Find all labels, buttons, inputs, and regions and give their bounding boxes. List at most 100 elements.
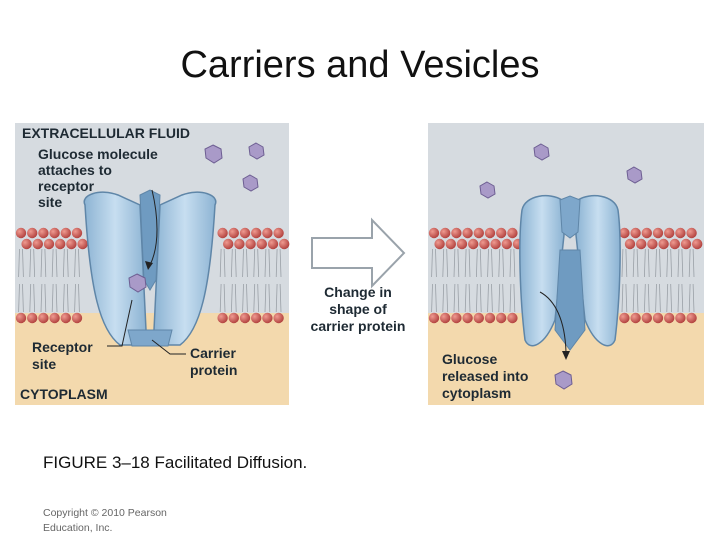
phospholipid-head (502, 239, 512, 249)
phospholipid-head (642, 228, 652, 238)
phospholipid-head (630, 228, 640, 238)
phospholipid-head (262, 313, 272, 323)
shape-change-arrow: Change in shape of carrier protein (311, 220, 406, 334)
phospholipid-head (686, 313, 696, 323)
phospholipid-head (27, 313, 37, 323)
phospholipid-head (268, 239, 278, 249)
phospholipid-head (664, 228, 674, 238)
phospholipid-head (27, 228, 37, 238)
phospholipid-head (474, 228, 484, 238)
phospholipid-head (507, 313, 517, 323)
phospholipid-head (474, 313, 484, 323)
phospholipid-head (496, 228, 506, 238)
phospholipid-head (240, 228, 250, 238)
glucose-released-label: released into (442, 368, 528, 384)
phospholipid-head (61, 313, 71, 323)
phospholipid-head (496, 313, 506, 323)
phospholipid-head (240, 313, 250, 323)
shape-change-label: Change in (324, 284, 392, 300)
phospholipid-head (61, 228, 71, 238)
copyright-line: Copyright © 2010 Pearson (43, 506, 193, 521)
phospholipid-head (451, 228, 461, 238)
phospholipid-head (440, 228, 450, 238)
phospholipid-head (251, 313, 261, 323)
phospholipid-head (217, 228, 227, 238)
phospholipid-head (72, 313, 82, 323)
phospholipid-head (217, 313, 227, 323)
carrier-protein (520, 196, 620, 350)
phospholipid-head (446, 239, 456, 249)
phospholipid-head (38, 313, 48, 323)
glucose-attach-label-line: attaches to (38, 162, 112, 178)
phospholipid-head (21, 239, 31, 249)
phospholipid-head (234, 239, 244, 249)
phospholipid-head (692, 239, 702, 249)
phospholipid-head (462, 313, 472, 323)
phospholipid-head (490, 239, 500, 249)
copyright-line: Education, Inc. (43, 521, 193, 536)
phospholipid-head (251, 228, 261, 238)
carrier-protein-label: protein (190, 362, 237, 378)
phospholipid-head (468, 239, 478, 249)
phospholipid-head (429, 313, 439, 323)
figure-caption: FIGURE 3–18 Facilitated Diffusion. (43, 453, 307, 473)
phospholipid-head (55, 239, 65, 249)
phospholipid-head (273, 228, 283, 238)
right-panel: Glucose released into cytoplasm (428, 123, 704, 405)
phospholipid-head (670, 239, 680, 249)
glucose-attach-label-line: Glucose molecule (38, 146, 158, 162)
extracellular-fluid-label: EXTRACELLULAR FLUID (22, 125, 190, 141)
phospholipid-head (485, 313, 495, 323)
phospholipid-head (642, 313, 652, 323)
phospholipid-head (658, 239, 668, 249)
shape-change-label: shape of (329, 301, 387, 317)
phospholipid-head (462, 228, 472, 238)
phospholipid-head (257, 239, 267, 249)
phospholipid-head (245, 239, 255, 249)
phospholipid-head (507, 228, 517, 238)
left-panel: EXTRACELLULAR FLUID Glucose molecule att… (15, 123, 289, 405)
phospholipid-head (72, 228, 82, 238)
phospholipid-head (16, 313, 26, 323)
phospholipid-head (77, 239, 87, 249)
phospholipid-head (686, 228, 696, 238)
cytoplasm-label: CYTOPLASM (20, 386, 108, 402)
phospholipid-head (647, 239, 657, 249)
phospholipid-head (279, 239, 289, 249)
phospholipid-head (451, 313, 461, 323)
phospholipid-head (653, 228, 663, 238)
phospholipid-head (434, 239, 444, 249)
phospholipid-head (223, 239, 233, 249)
phospholipid-head (675, 313, 685, 323)
shape-change-label: carrier protein (311, 318, 406, 334)
phospholipid-head (44, 239, 54, 249)
receptor-site-label: site (32, 356, 56, 372)
phospholipid-head (675, 228, 685, 238)
glucose-released-label: Glucose (442, 351, 497, 367)
phospholipid-head (429, 228, 439, 238)
phospholipid-head (49, 313, 59, 323)
phospholipid-head (49, 228, 59, 238)
phospholipid-head (440, 313, 450, 323)
phospholipid-head (681, 239, 691, 249)
phospholipid-head (630, 313, 640, 323)
glucose-attach-label-line: receptor (38, 178, 95, 194)
glucose-released-label: cytoplasm (442, 385, 511, 401)
phospholipid-head (653, 313, 663, 323)
phospholipid-head (229, 228, 239, 238)
phospholipid-head (619, 313, 629, 323)
phospholipid-head (479, 239, 489, 249)
phospholipid-head (485, 228, 495, 238)
phospholipid-head (38, 228, 48, 238)
phospholipid-head (619, 228, 629, 238)
phospholipid-head (273, 313, 283, 323)
phospholipid-head (664, 313, 674, 323)
phospholipid-head (636, 239, 646, 249)
phospholipid-head (625, 239, 635, 249)
phospholipid-head (33, 239, 43, 249)
phospholipid-head (229, 313, 239, 323)
phospholipid-head (16, 228, 26, 238)
copyright-notice: Copyright © 2010 Pearson Education, Inc. (43, 506, 193, 536)
phospholipid-head (457, 239, 467, 249)
receptor-site-label: Receptor (32, 339, 93, 355)
